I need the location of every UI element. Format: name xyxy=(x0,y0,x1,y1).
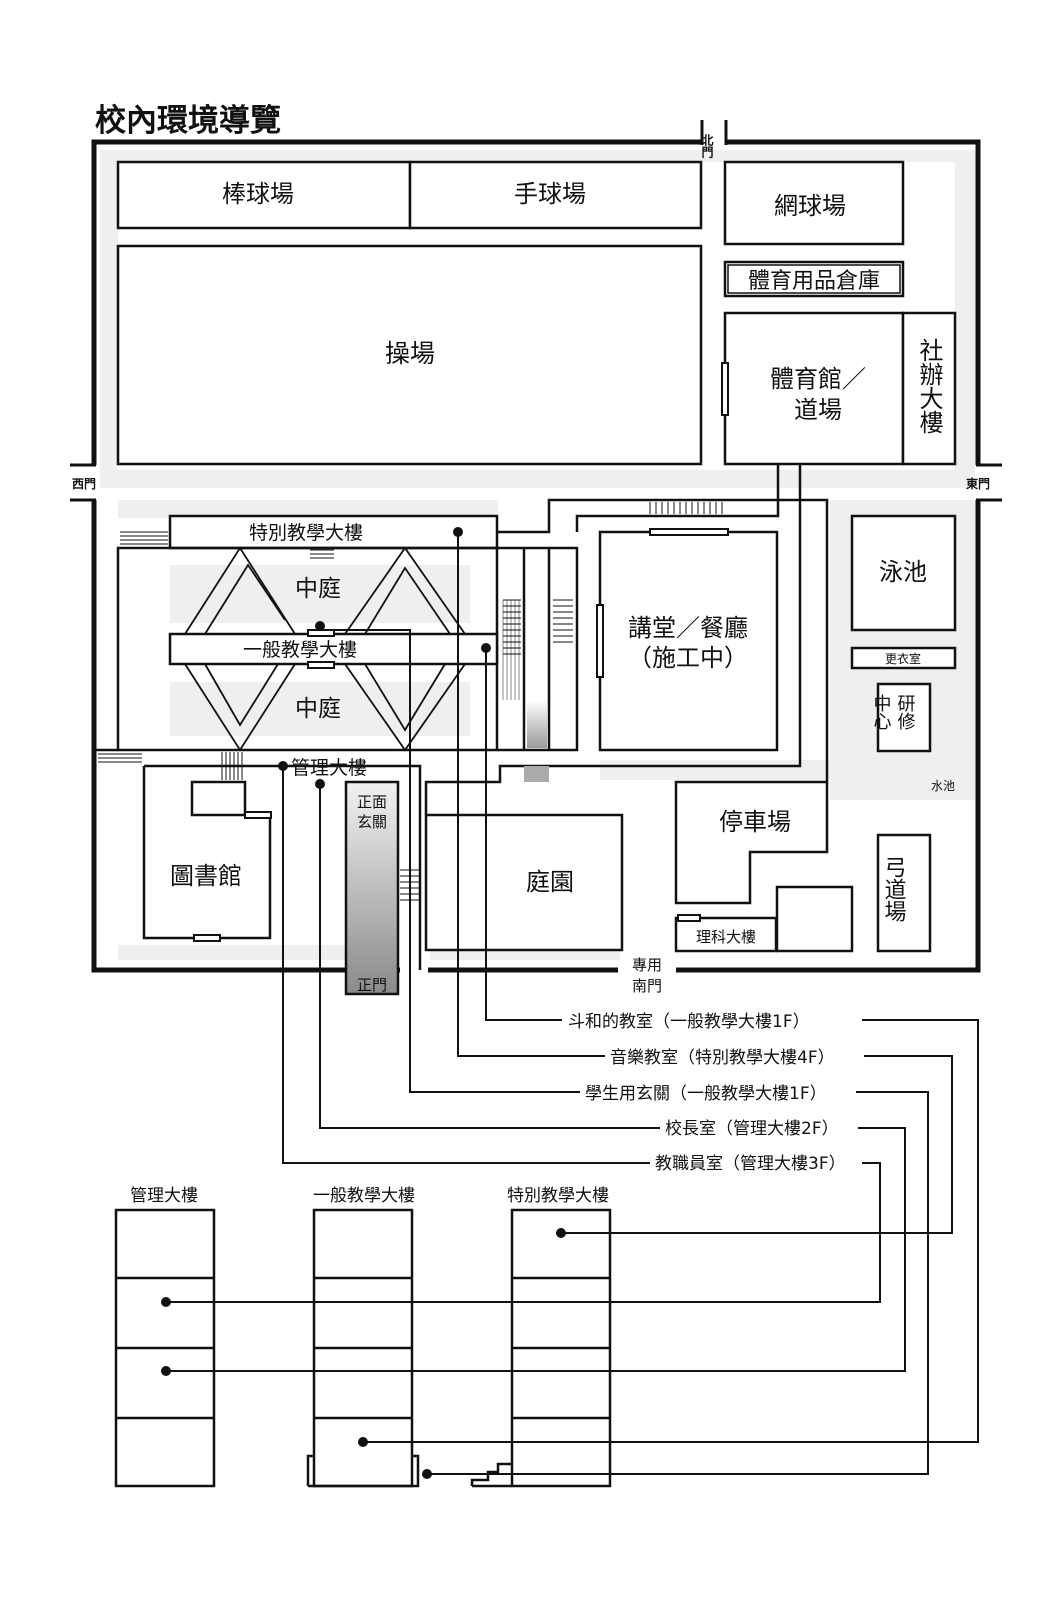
storage-inner-border xyxy=(727,264,901,294)
baseball-label: 棒球場 xyxy=(222,180,294,208)
sports-storage-label: 體育用品倉庫 xyxy=(748,269,880,294)
admin-building-label: 管理大樓 xyxy=(291,757,367,779)
courtyard-top-label: 中庭 xyxy=(295,576,341,602)
west-gate-label: 西門 xyxy=(72,477,96,491)
club-building-label: 社辦大樓 xyxy=(915,338,943,434)
courtyard-bottom-label: 中庭 xyxy=(295,696,341,722)
map-title: 校內環境導覽 xyxy=(95,103,281,139)
corridor-gradient xyxy=(527,700,547,748)
science-building-label: 理科大樓 xyxy=(696,928,756,946)
north-gate-label: 北門 xyxy=(700,133,714,159)
front-entrance-block xyxy=(344,780,400,996)
parking-label: 停車場 xyxy=(719,808,791,836)
elevation-label-special: 特別教學大樓 xyxy=(507,1186,609,1206)
callout-dots xyxy=(161,527,566,1479)
auditorium-label-2: （施工中） xyxy=(628,644,748,672)
gym-doors xyxy=(596,362,729,678)
field-label: 操場 xyxy=(385,339,435,368)
east-gate-label: 東門 xyxy=(966,476,990,491)
callout-labels: 斗和的教室（一般教學大樓1F） 音樂教室（特別教學大樓4F） 學生用玄關（一般教… xyxy=(568,1012,846,1174)
facility-labels: 棒球場 手球場 網球場 體育用品倉庫 操場 體育館／ 道場 社辦大樓 特別教學大… xyxy=(170,180,955,994)
main-gate-label: 正門 xyxy=(357,976,387,994)
pond-label: 水池 xyxy=(931,779,955,793)
garden-label: 庭園 xyxy=(526,868,574,896)
elevation-general xyxy=(306,1208,420,1488)
elevation-diagrams: 管理大樓 一般教學大樓 特別教學大樓 xyxy=(114,1186,612,1488)
training-center-label-2: 研修 xyxy=(895,694,916,730)
callout-leaders xyxy=(166,532,979,1475)
corridor-link xyxy=(524,766,549,782)
front-entrance-label-2: 玄關 xyxy=(357,813,387,831)
campus-wall xyxy=(91,139,981,973)
callout-label-3: 校長室（管理大樓2F） xyxy=(665,1119,839,1139)
handball-label: 手球場 xyxy=(514,180,586,208)
pool-label: 泳池 xyxy=(879,558,927,586)
south-gate-label-1: 專用 xyxy=(632,956,662,974)
callout-label-0: 斗和的教室（一般教學大樓1F） xyxy=(568,1012,810,1032)
library-label: 圖書館 xyxy=(170,862,242,890)
special-building-label: 特別教學大樓 xyxy=(249,522,363,544)
locker-room-label: 更衣室 xyxy=(885,651,921,666)
auditorium-label-1: 講堂／餐廳 xyxy=(628,614,748,642)
archery-label: 弓道場 xyxy=(881,856,907,922)
elevation-admin xyxy=(114,1208,216,1488)
gym-label-2: 道場 xyxy=(794,396,842,424)
elevation-special xyxy=(470,1208,612,1488)
callout-label-1: 音樂教室（特別教學大樓4F） xyxy=(610,1048,835,1068)
front-entrance-label-1: 正面 xyxy=(357,793,387,811)
school-building-complex xyxy=(96,464,829,970)
tennis-label: 網球場 xyxy=(774,192,846,220)
small-doors xyxy=(193,629,701,942)
facility-outlines xyxy=(116,160,957,953)
courtyard-lattice xyxy=(184,546,466,752)
training-center-label-1: 中心 xyxy=(871,694,892,730)
callout-label-4: 教職員室（管理大樓3F） xyxy=(655,1154,846,1174)
callout-label-2: 學生用玄關（一般教學大樓1F） xyxy=(585,1084,827,1104)
gym-label-1: 體育館／ xyxy=(770,365,866,393)
elevation-label-general: 一般教學大樓 xyxy=(313,1186,415,1206)
gate-posts xyxy=(70,120,1002,502)
general-building-label: 一般教學大樓 xyxy=(243,639,357,661)
elevation-label-admin: 管理大樓 xyxy=(130,1186,198,1206)
south-gate-label-2: 南門 xyxy=(632,977,662,995)
